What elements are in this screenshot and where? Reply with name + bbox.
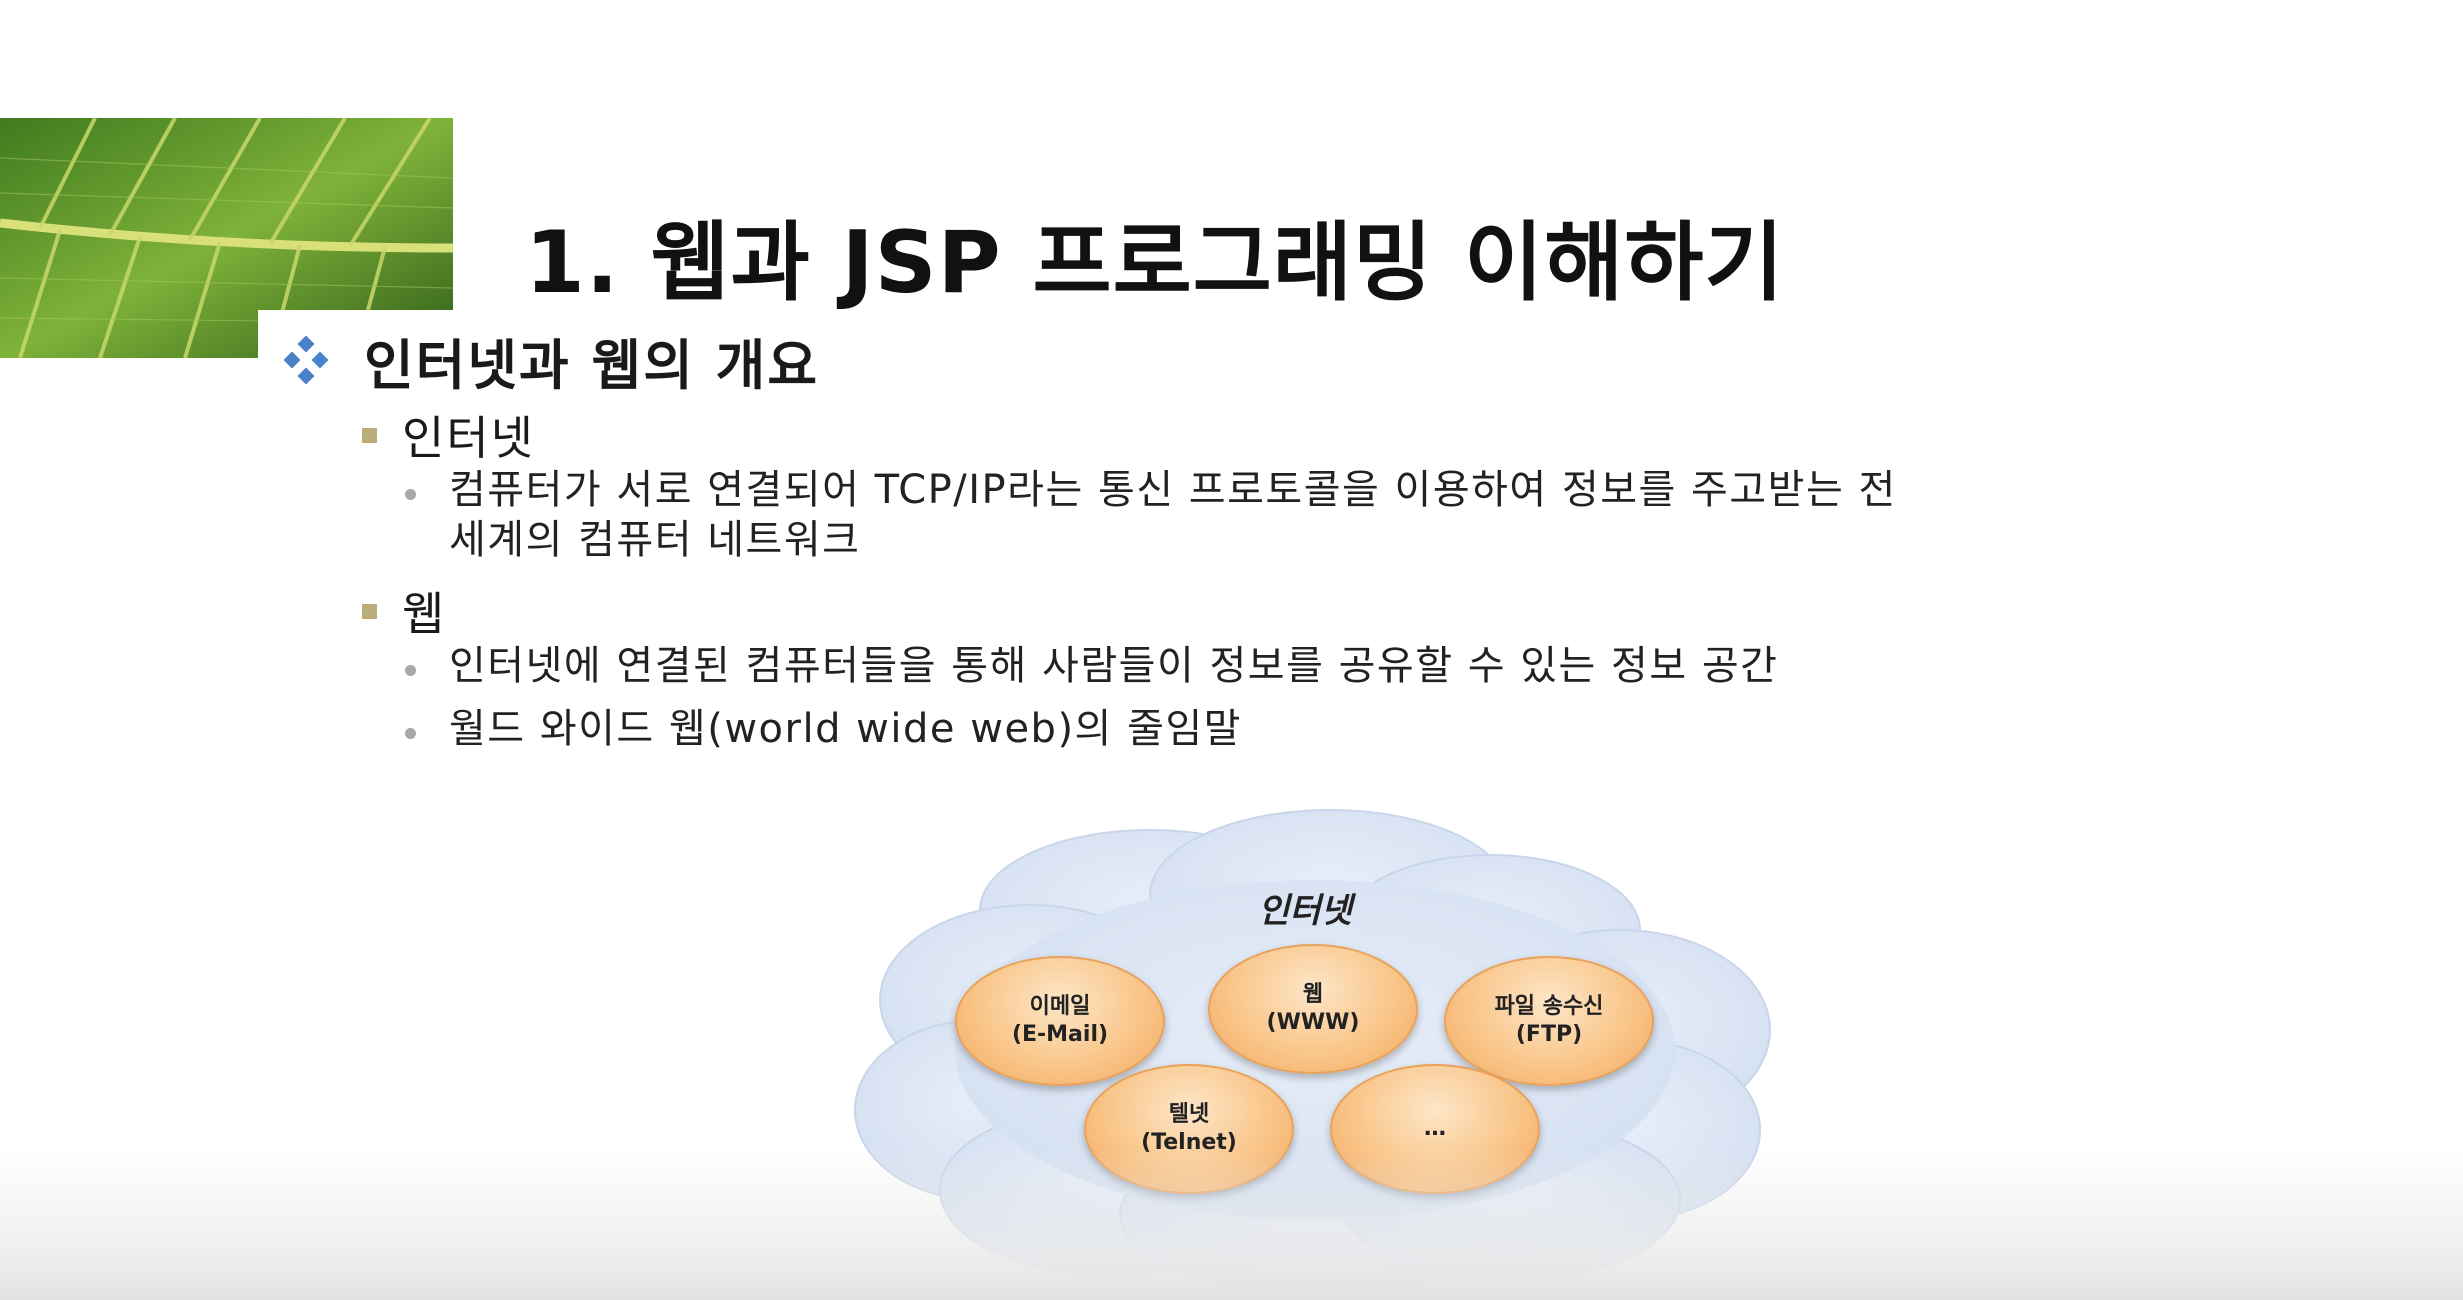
- node-label: 텔넷: [1168, 1102, 1210, 1127]
- section-heading: 인터넷과 웹의 개요: [364, 333, 820, 397]
- dot-bullet-icon: [405, 728, 416, 739]
- bottom-fade-overlay: [0, 1150, 2463, 1300]
- node-sublabel: (E-Mail): [1011, 1022, 1109, 1047]
- sub-bullet-line: 세계의 컴퓨터 네트워크: [449, 517, 861, 563]
- cloud-label: 인터넷: [1258, 891, 1352, 931]
- square-bullet-icon: [362, 427, 377, 443]
- sub-bullet-web-definition: 인터넷에 연결된 컴퓨터들을 통해 사람들이 정보를 공유할 수 있는 정보 공…: [405, 641, 2275, 691]
- section-heading-row: 인터넷과 웹의 개요: [280, 332, 819, 397]
- sub-bullet-web-abbreviation: 월드 와이드 웹(world wide web)의 줄임말: [405, 704, 2275, 754]
- leaf-image: [0, 118, 453, 358]
- sub-bullet-text: 월드 와이드 웹(world wide web)의 줄임말: [449, 706, 1242, 752]
- node-label: 이메일: [1029, 994, 1091, 1019]
- sub-bullet-text: 컴퓨터가 서로 연결되어 TCP/IP라는 통신 프로토콜을 이용하여 정보를 …: [449, 465, 2275, 565]
- bullet-internet: 인터넷: [362, 402, 535, 468]
- slide-title: 1. 웹과 JSP 프로그래밍 이해하기: [525, 213, 1785, 313]
- sub-bullet-line: 컴퓨터가 서로 연결되어 TCP/IP라는 통신 프로토콜을 이용하여 정보를 …: [449, 467, 1897, 513]
- bullet-label: 인터넷: [402, 411, 535, 465]
- bullet-label: 웹: [402, 587, 447, 641]
- dot-bullet-icon: [405, 665, 416, 676]
- node-email: 이메일 (E-Mail): [955, 956, 1165, 1086]
- sub-bullet-text: 인터넷에 연결된 컴퓨터들을 통해 사람들이 정보를 공유할 수 있는 정보 공…: [449, 643, 1779, 689]
- square-bullet-icon: [362, 603, 377, 619]
- node-sublabel: (FTP): [1515, 1022, 1583, 1047]
- node-label: 파일 송수신: [1494, 994, 1604, 1019]
- node-sublabel: (WWW): [1266, 1010, 1360, 1035]
- bullet-web: 웹: [362, 578, 446, 644]
- sub-bullet-internet-definition: 컴퓨터가 서로 연결되어 TCP/IP라는 통신 프로토콜을 이용하여 정보를 …: [405, 465, 2275, 565]
- diamond-bullet-icon: [283, 335, 329, 385]
- node-label: …: [1424, 1116, 1446, 1141]
- node-ftp: 파일 송수신 (FTP): [1444, 956, 1654, 1086]
- node-www: 웹 (WWW): [1208, 944, 1418, 1074]
- node-label: 웹: [1302, 982, 1324, 1007]
- dot-bullet-icon: [405, 489, 416, 500]
